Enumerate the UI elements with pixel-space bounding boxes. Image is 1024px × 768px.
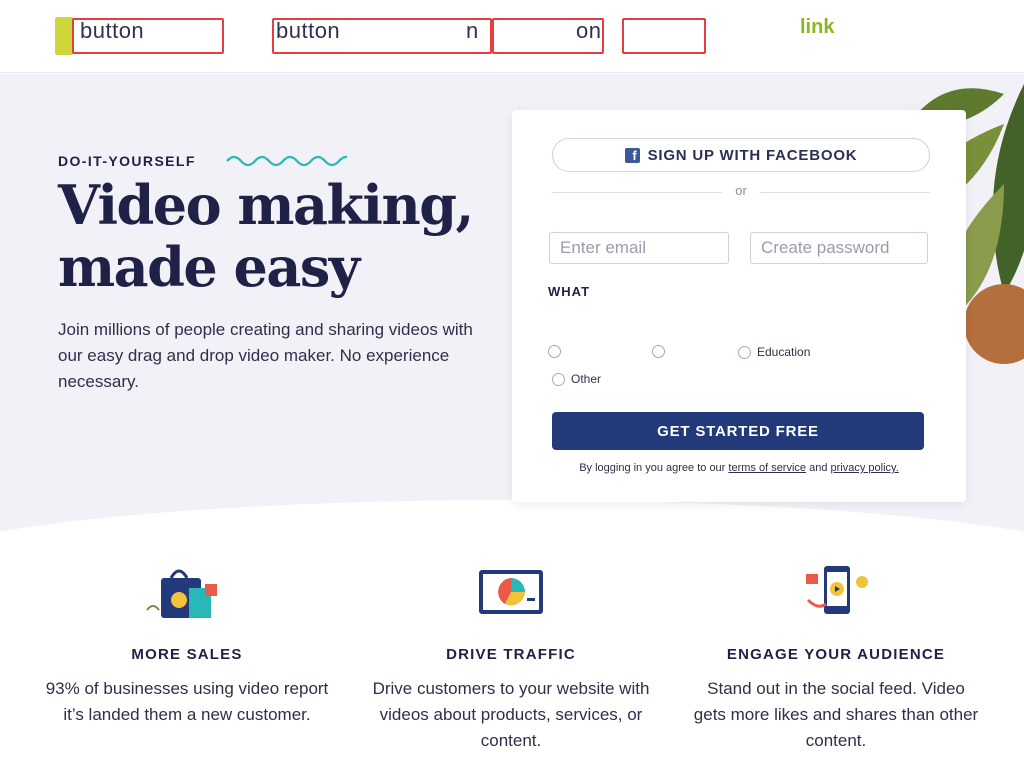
purpose-option-2[interactable]	[652, 345, 665, 358]
or-text: or	[735, 183, 747, 198]
radio-button[interactable]	[552, 372, 565, 386]
feature-description: 93% of businesses using video report it’…	[45, 679, 329, 724]
legal-prefix: By logging in you agree to our	[579, 462, 726, 474]
nav-button-4[interactable]	[622, 18, 706, 54]
radio-button[interactable]	[738, 345, 751, 359]
legal-notice: By logging in you agree to our terms of …	[536, 462, 942, 474]
purpose-option-label: Other	[571, 372, 602, 386]
signup-card: f SIGN UP WITH FACEBOOK or WHAT Educatio…	[512, 110, 966, 502]
feature-description: Stand out in the social feed. Video gets…	[693, 679, 979, 750]
terms-of-service-link[interactable]: terms of service	[728, 462, 807, 474]
shopping-bag-icon	[146, 569, 217, 618]
hero-title: Video making, made easy	[58, 173, 474, 299]
facebook-signup-label: SIGN UP WITH FACEBOOK	[647, 146, 858, 164]
or-divider: or	[552, 183, 930, 201]
nav-item-2-label: button	[276, 18, 341, 43]
hero-description: Join millions of people creating and sha…	[58, 320, 473, 391]
nav-item-1-label: button	[80, 18, 145, 43]
nav-item-4-label: on	[576, 18, 602, 43]
feature-heading: DRIVE TRAFFIC	[446, 646, 576, 663]
legal-and: and	[809, 462, 828, 474]
logo[interactable]	[55, 17, 73, 55]
purpose-question: WHAT	[548, 284, 591, 299]
nav-item-3-label: n	[466, 18, 479, 43]
analytics-dashboard-icon	[479, 570, 543, 614]
radio-button[interactable]	[548, 345, 561, 358]
squiggle-decoration	[226, 155, 347, 167]
purpose-option-education[interactable]: Education	[738, 345, 810, 359]
purpose-option-other[interactable]: Other	[552, 372, 601, 386]
get-started-button[interactable]: GET STARTED FREE	[552, 412, 924, 450]
feature-description: Drive customers to your website with vid…	[372, 679, 650, 750]
social-phone-icon	[806, 566, 868, 614]
feature-heading: MORE SALES	[131, 646, 243, 663]
privacy-policy-link[interactable]: privacy policy.	[830, 462, 899, 474]
nav-button-1[interactable]	[72, 18, 224, 54]
email-field[interactable]	[549, 232, 729, 264]
nav-button-2[interactable]	[272, 18, 492, 54]
facebook-signup-button[interactable]: f SIGN UP WITH FACEBOOK	[552, 138, 930, 172]
nav-login-link[interactable]: link	[800, 16, 835, 38]
hero-curve-divider	[0, 500, 1024, 534]
purpose-option-1[interactable]	[548, 345, 561, 358]
radio-button[interactable]	[652, 345, 665, 358]
nav-button-3[interactable]	[492, 18, 604, 54]
top-navigation: button button n on link	[0, 0, 1024, 73]
feature-heading: ENGAGE YOUR AUDIENCE	[726, 646, 946, 663]
hero-eyebrow: DO-IT-YOURSELF	[58, 153, 196, 169]
purpose-option-label: Education	[757, 345, 811, 359]
password-field[interactable]	[750, 232, 928, 264]
facebook-icon: f	[624, 147, 640, 163]
